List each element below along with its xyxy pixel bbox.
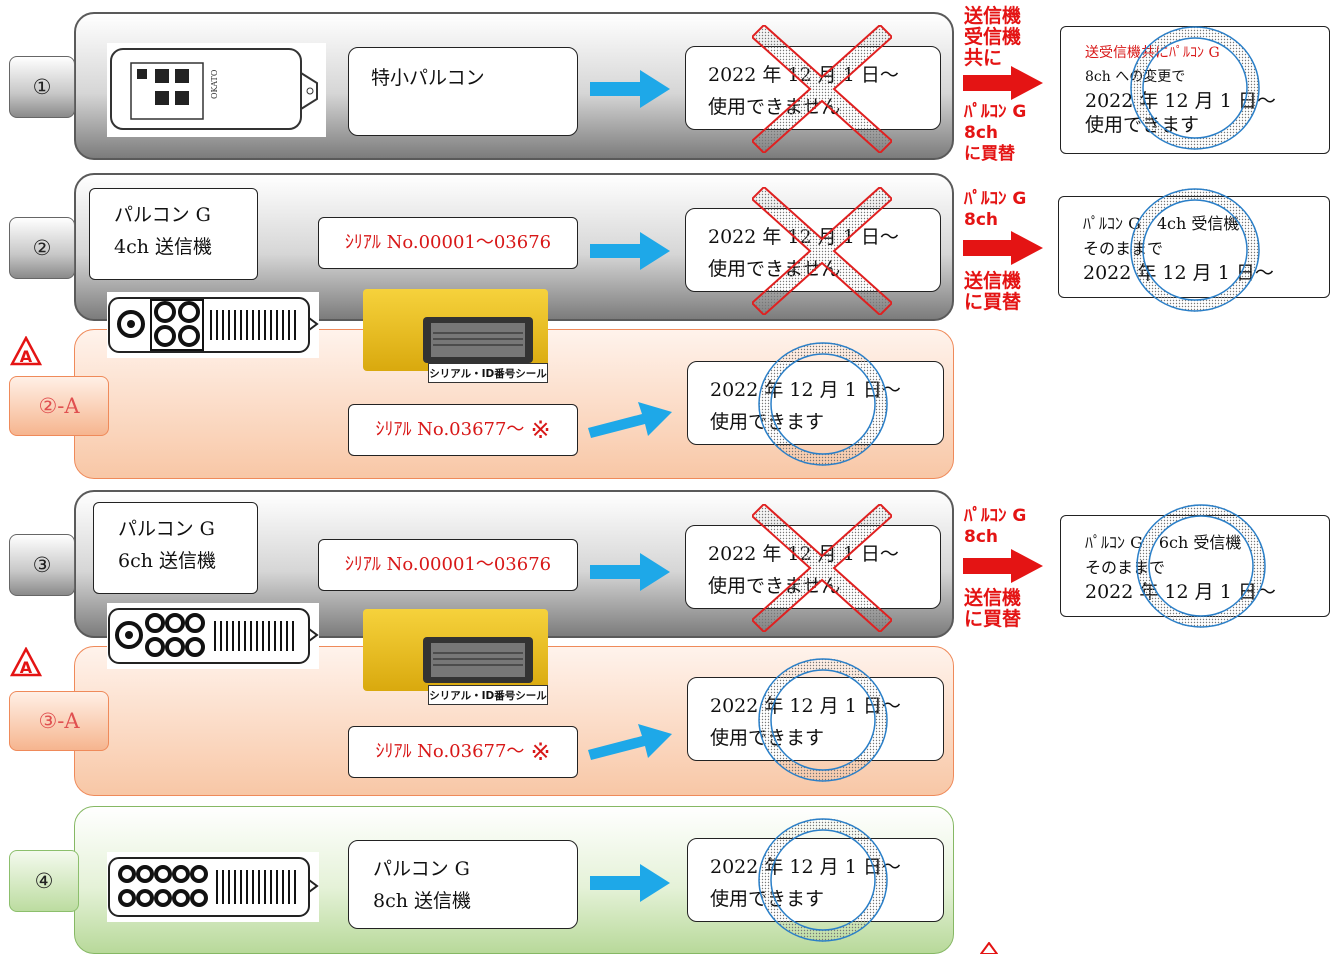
serial-sticker-text-2a: シリアル・ID番号シール	[429, 367, 547, 380]
row-3a-serial-box: ｼﾘｱﾙ No.03677～ ※	[348, 726, 578, 778]
side-2-label-bottom-1: 送信機	[964, 270, 1022, 292]
row-2a-warning-letter: A	[20, 347, 33, 366]
palcon-4ch-image	[107, 292, 319, 358]
row-2-number: ②	[32, 236, 52, 260]
bottom-warning-icon	[980, 942, 998, 954]
row-3-serial: ｼﾘｱﾙ No.00001～03676	[344, 554, 552, 575]
side-3-label-bottom-2: に買替	[964, 608, 1022, 630]
row-3-device-box: パルコン G 6ch 送信機	[93, 502, 258, 594]
row-3-serial-box: ｼﾘｱﾙ No.00001～03676	[318, 539, 578, 591]
row-1-device-label: 特小パルコン	[371, 67, 485, 89]
row-3a-date-box: 2022 年 12 月 1 日～ 使用できます	[687, 677, 944, 761]
side-3-red-arrow-icon	[963, 549, 1043, 583]
row-3a-circle-icon	[758, 658, 888, 782]
side-3-line-3: 2022 年 12 月 1 日～	[1085, 581, 1276, 603]
row-2-device-line-2: 4ch 送信機	[114, 236, 213, 258]
side-1-label-bottom-3: に買替	[964, 144, 1015, 164]
row-2-arrow-icon	[590, 232, 670, 270]
row-3a-warning-letter: A	[20, 658, 33, 677]
row-2-number-tab: ②	[9, 217, 75, 279]
side-1-label-bottom: ﾊﾟﾙｺﾝ G 8ch に買替	[964, 102, 1026, 165]
row-2a-circle-icon	[758, 342, 888, 466]
row-1-device-box: 特小パルコン	[348, 47, 578, 136]
row-3a-serial: ｼﾘｱﾙ No.03677～	[375, 741, 525, 762]
side-3-line-1: ﾊﾟﾙｺﾝ G 6ch 受信機	[1085, 533, 1242, 552]
row-1-number-tab: ①	[9, 56, 75, 118]
side-1-label-top-3: 共に	[964, 47, 1003, 69]
row-4-device-line-2: 8ch 送信機	[373, 890, 472, 912]
row-2a-arrow-icon	[588, 402, 672, 438]
row-2-device-box: パルコン G 4ch 送信機	[89, 188, 258, 280]
row-3a-note-mark: ※	[530, 738, 551, 766]
side-2-red-arrow-icon	[963, 231, 1043, 265]
row-1-arrow-icon	[590, 70, 670, 108]
side-3-label-bottom: 送信機 に買替	[964, 588, 1021, 630]
side-3-label-top-1: ﾊﾟﾙｺﾝ G	[964, 506, 1027, 526]
row-3a-warning-icon: A	[10, 647, 42, 677]
palcon-6ch-image	[107, 603, 319, 669]
side-2-label-top: ﾊﾟﾙｺﾝ G 8ch	[964, 189, 1026, 231]
side-3-circle-icon	[1136, 504, 1266, 628]
side-1-label-bottom-2: 8ch	[964, 123, 999, 143]
side-2-line-1: ﾊﾟﾙｺﾝ G 4ch 受信機	[1083, 214, 1240, 233]
side-1-line-4: 使用できます	[1085, 114, 1200, 136]
side-2-circle-icon	[1130, 188, 1260, 312]
row-1-cross-icon	[752, 25, 892, 153]
row-3a-arrow-icon	[588, 724, 672, 760]
serial-sticker-label-3a: シリアル・ID番号シール	[428, 685, 548, 705]
row-3-number: ③	[32, 553, 52, 577]
side-2-label-top-2: 8ch	[964, 210, 999, 230]
row-4-circle-icon	[758, 818, 888, 942]
row-4-number: ④	[34, 869, 54, 893]
side-1-label-bottom-1: ﾊﾟﾙｺﾝ G	[964, 102, 1027, 122]
row-2a-date: 2022 年 12 月 1 日～	[710, 379, 901, 401]
row-2-cross-icon	[752, 187, 892, 315]
side-2-label-bottom: 送信機 に買替	[964, 271, 1021, 313]
row-3a-date: 2022 年 12 月 1 日～	[710, 695, 901, 717]
side-3-label-bottom-1: 送信機	[964, 587, 1022, 609]
row-3a-number: ③-A	[38, 709, 80, 733]
serial-sticker-photo-2a	[363, 289, 548, 371]
side-1-red-arrow-icon	[963, 66, 1043, 100]
row-2a-warning-icon: A	[10, 336, 42, 366]
row-3-device-line-1: パルコン G	[118, 518, 215, 540]
serial-sticker-photo-3a	[363, 609, 548, 691]
row-4-arrow-icon	[590, 864, 670, 902]
side-2-label-top-1: ﾊﾟﾙｺﾝ G	[964, 189, 1027, 209]
row-4-date: 2022 年 12 月 1 日～	[710, 856, 901, 878]
serial-sticker-text-3a: シリアル・ID番号シール	[429, 689, 547, 702]
row-4-date-box: 2022 年 12 月 1 日～ 使用できます	[687, 838, 944, 922]
small-palcon-image: OKATO	[107, 43, 326, 137]
side-3-label-top-2: 8ch	[964, 527, 999, 547]
side-1-label-top-1: 送信機	[964, 5, 1022, 27]
row-1-number: ①	[32, 75, 52, 99]
palcon-8ch-image	[107, 852, 319, 922]
row-4-device-line-1: パルコン G	[373, 858, 470, 880]
side-1-circle-icon	[1130, 26, 1260, 150]
svg-text:OKATO: OKATO	[210, 69, 219, 99]
serial-sticker-label-2a: シリアル・ID番号シール	[428, 363, 548, 383]
row-2a-number: ②-A	[38, 394, 80, 418]
row-3-arrow-icon	[590, 553, 670, 591]
row-2-serial-box: ｼﾘｱﾙ No.00001～03676	[318, 217, 578, 269]
row-3a-number-tab: ③-A	[9, 691, 109, 751]
row-4-number-tab: ④	[9, 850, 79, 912]
side-3-box: ﾊﾟﾙｺﾝ G 6ch 受信機 そのままで 2022 年 12 月 1 日～	[1060, 515, 1330, 617]
row-3-device-line-2: 6ch 送信機	[118, 550, 217, 572]
row-2-device-line-1: パルコン G	[114, 204, 211, 226]
row-2-serial: ｼﾘｱﾙ No.00001～03676	[344, 232, 552, 253]
side-1-label-top: 送信機 受信機 共に	[964, 6, 1021, 69]
row-2a-number-tab: ②-A	[9, 376, 109, 436]
side-2-label-bottom-2: に買替	[964, 291, 1022, 313]
side-3-label-top: ﾊﾟﾙｺﾝ G 8ch	[964, 506, 1026, 548]
side-1-label-top-2: 受信機	[964, 26, 1022, 48]
row-2a-serial: ｼﾘｱﾙ No.03677～	[375, 419, 525, 440]
row-4-device-box: パルコン G 8ch 送信機	[348, 840, 578, 929]
row-3-cross-icon	[752, 504, 892, 632]
row-3-number-tab: ③	[9, 534, 75, 596]
row-2a-note-mark: ※	[530, 416, 551, 444]
side-2-line-3: 2022 年 12 月 1 日～	[1083, 262, 1274, 284]
row-2a-serial-box: ｼﾘｱﾙ No.03677～ ※	[348, 404, 578, 456]
